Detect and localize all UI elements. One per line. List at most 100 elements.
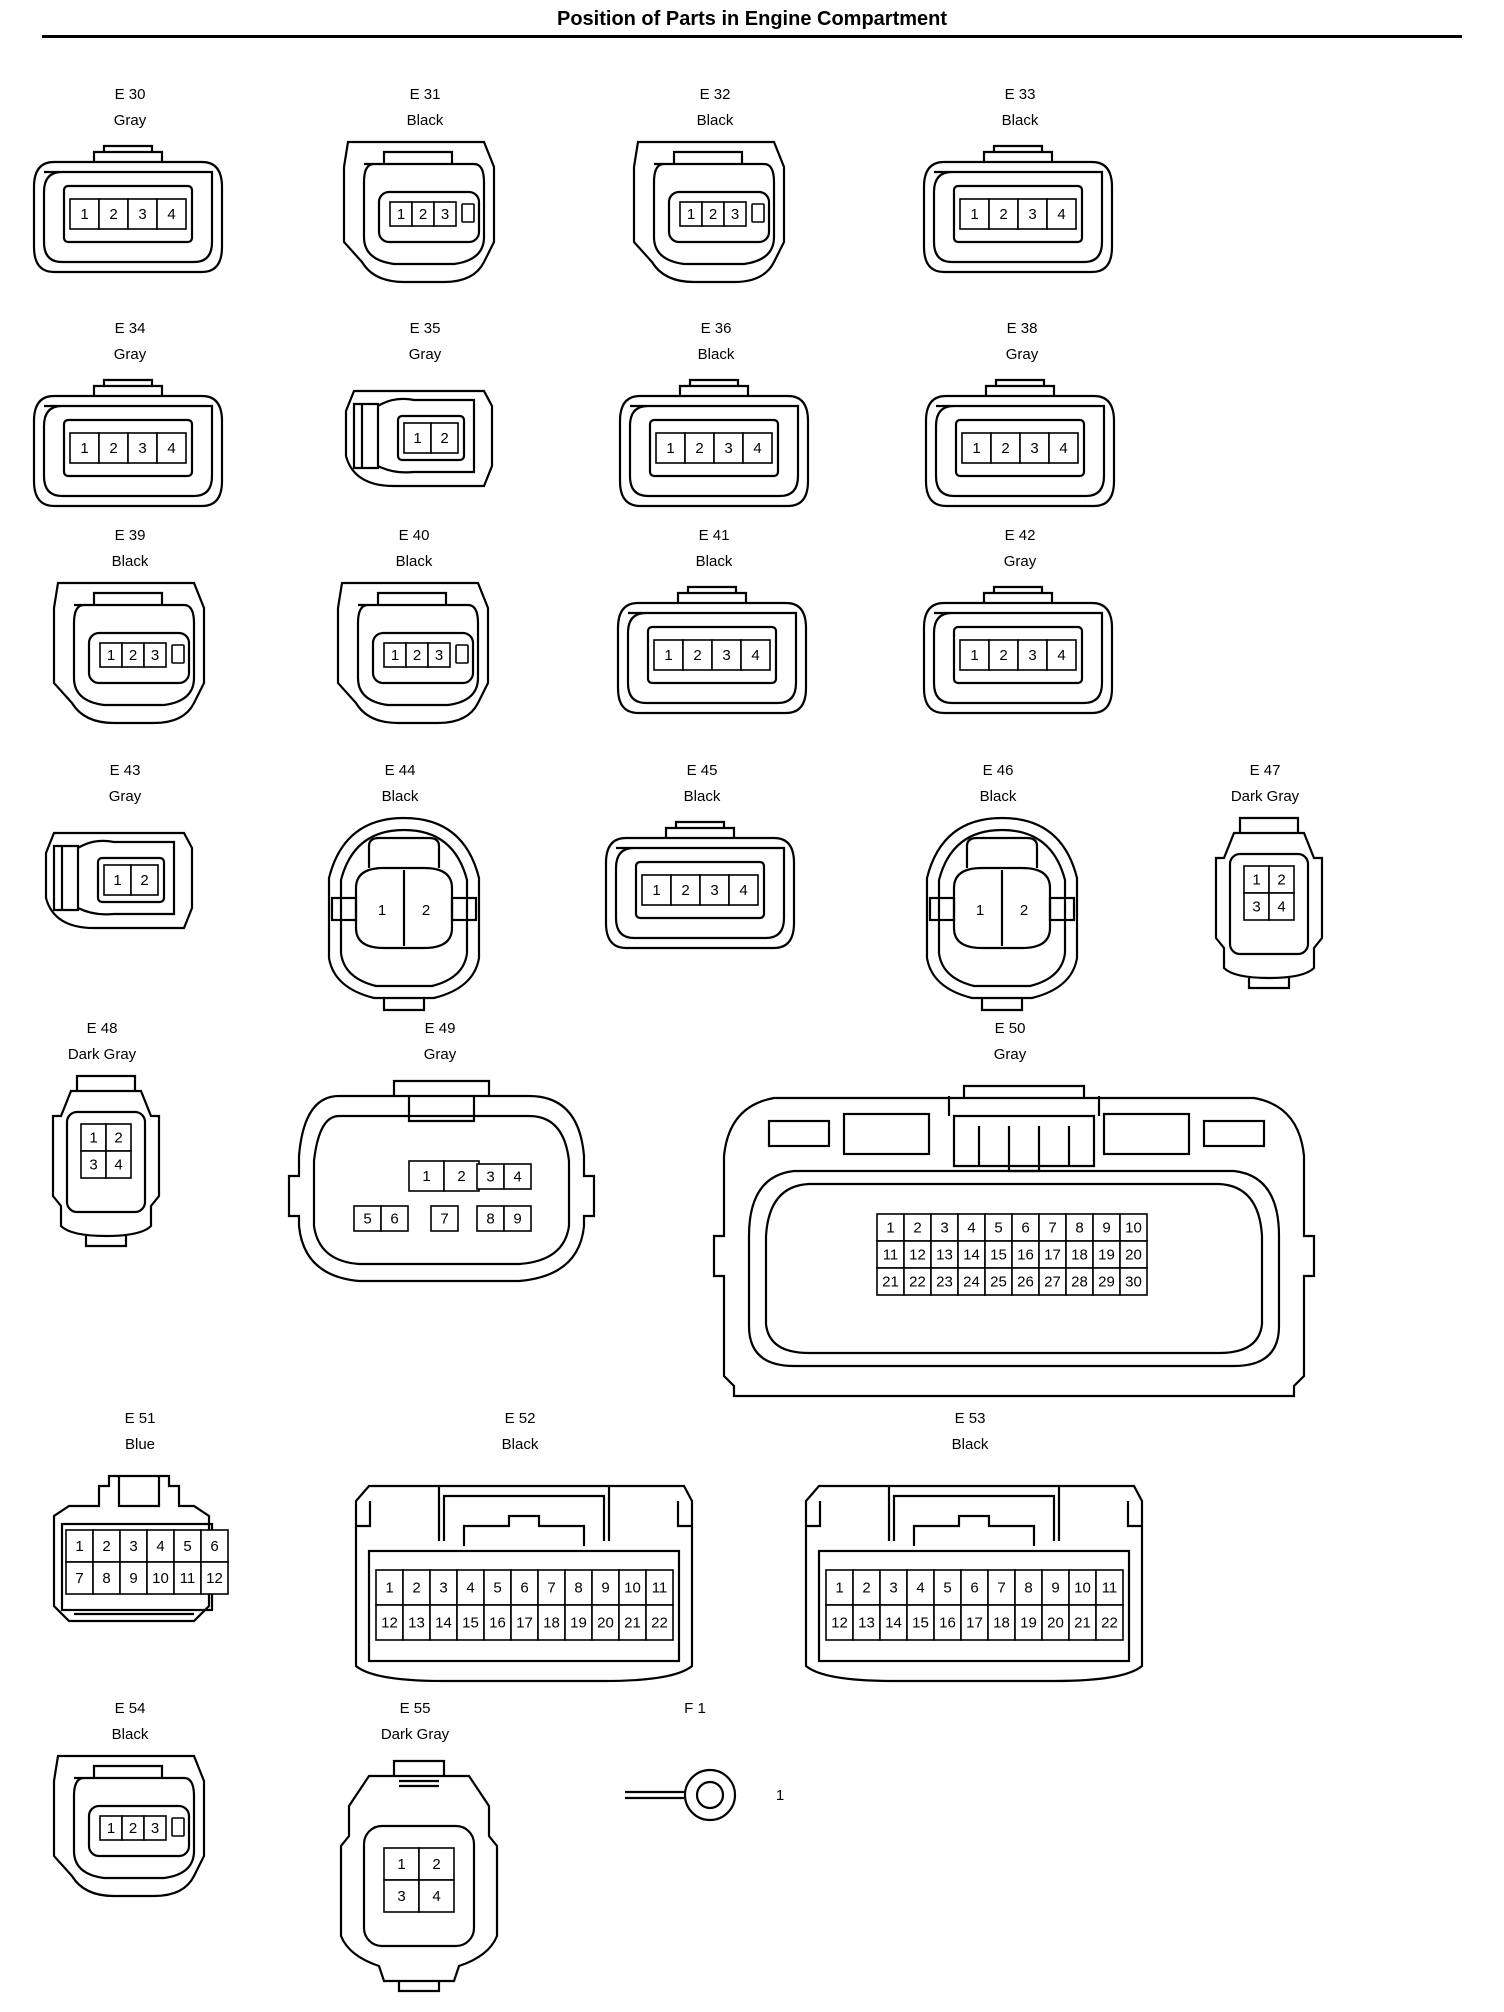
svg-text:4: 4 bbox=[167, 206, 175, 223]
pin-frame bbox=[667, 190, 771, 244]
bottom-tab bbox=[980, 998, 1024, 1012]
pin-16: 16 bbox=[933, 1604, 962, 1641]
latch bbox=[676, 585, 748, 603]
svg-text:2: 2 bbox=[114, 1130, 122, 1147]
pin-5: 5 bbox=[483, 1569, 512, 1606]
svg-text:4: 4 bbox=[753, 440, 761, 457]
svg-text:3: 3 bbox=[1028, 206, 1036, 223]
svg-text:26: 26 bbox=[1017, 1274, 1034, 1291]
connector-code: E 30 bbox=[114, 86, 146, 103]
pin-3: 3 bbox=[80, 1150, 107, 1179]
svg-text:8: 8 bbox=[574, 1580, 582, 1597]
housing-outline bbox=[44, 831, 194, 930]
connector-code: E 40 bbox=[398, 527, 430, 544]
housing-inner bbox=[934, 404, 1106, 498]
pin-12: 12 bbox=[375, 1604, 404, 1641]
svg-text:2: 2 bbox=[457, 1168, 465, 1185]
housing-inner bbox=[42, 170, 214, 264]
svg-text:6: 6 bbox=[390, 1211, 398, 1228]
svg-text:2: 2 bbox=[129, 647, 137, 664]
pin-19: 19 bbox=[1092, 1240, 1121, 1269]
svg-text:1: 1 bbox=[75, 1538, 83, 1555]
svg-text:1: 1 bbox=[80, 206, 88, 223]
svg-text:24: 24 bbox=[963, 1274, 980, 1291]
page-title: Position of Parts in Engine Compartment bbox=[556, 8, 948, 30]
svg-text:1: 1 bbox=[89, 1130, 97, 1147]
pin-1: 1 bbox=[1243, 865, 1270, 894]
svg-text:6: 6 bbox=[970, 1580, 978, 1597]
pin-1: 1 bbox=[65, 1529, 94, 1563]
svg-text:5: 5 bbox=[943, 1580, 951, 1597]
latch bbox=[664, 820, 736, 838]
pin-8: 8 bbox=[92, 1561, 121, 1595]
svg-text:22: 22 bbox=[909, 1274, 926, 1291]
pin-frame bbox=[952, 184, 1084, 244]
pin-5: 5 bbox=[353, 1205, 382, 1232]
connector-code: E 33 bbox=[1004, 86, 1036, 103]
pin-9: 9 bbox=[1092, 1213, 1121, 1242]
housing-outline bbox=[287, 1094, 596, 1283]
connector-color: Gray bbox=[1003, 553, 1037, 570]
connector-color: Gray bbox=[113, 112, 147, 129]
svg-text:2: 2 bbox=[862, 1580, 870, 1597]
svg-text:9: 9 bbox=[129, 1570, 137, 1587]
svg-text:9: 9 bbox=[1102, 1220, 1110, 1237]
svg-text:1: 1 bbox=[970, 647, 978, 664]
svg-text:11: 11 bbox=[883, 1247, 899, 1264]
svg-text:13: 13 bbox=[936, 1247, 953, 1264]
svg-text:13: 13 bbox=[858, 1615, 875, 1632]
housing-outline bbox=[32, 160, 224, 274]
connector-color: Black bbox=[381, 788, 419, 805]
connector-code: E 51 bbox=[124, 1410, 156, 1427]
svg-text:13: 13 bbox=[408, 1615, 425, 1632]
housing-outline bbox=[1214, 831, 1324, 980]
connector-color: Dark Gray bbox=[67, 1046, 137, 1063]
housing-inner bbox=[72, 603, 196, 707]
pin-21: 21 bbox=[876, 1267, 905, 1296]
housing-outline bbox=[632, 140, 786, 284]
latch bbox=[965, 836, 1039, 868]
svg-text:3: 3 bbox=[486, 1169, 494, 1186]
svg-text:1: 1 bbox=[652, 882, 660, 899]
side-key bbox=[928, 896, 956, 922]
svg-text:2: 2 bbox=[913, 1220, 921, 1237]
connector-color: Black bbox=[697, 346, 735, 363]
svg-text:3: 3 bbox=[722, 647, 730, 664]
pin-frame bbox=[371, 631, 475, 685]
svg-text:2: 2 bbox=[102, 1538, 110, 1555]
pin-4: 4 bbox=[742, 432, 773, 464]
pin-11: 11 bbox=[645, 1569, 674, 1606]
pin-14: 14 bbox=[429, 1604, 458, 1641]
pin-frame bbox=[354, 866, 454, 950]
svg-text:25: 25 bbox=[990, 1274, 1007, 1291]
latch bbox=[75, 1074, 137, 1091]
svg-text:17: 17 bbox=[516, 1615, 533, 1632]
window-left-2 bbox=[842, 1112, 931, 1156]
svg-text:2: 2 bbox=[693, 647, 701, 664]
svg-text:2: 2 bbox=[109, 206, 117, 223]
ring-hole bbox=[695, 1780, 725, 1810]
svg-text:7: 7 bbox=[75, 1570, 83, 1587]
svg-text:17: 17 bbox=[1044, 1247, 1061, 1264]
lock-tab bbox=[352, 402, 380, 470]
connector-code: F 1 bbox=[684, 1700, 706, 1717]
connector-color: Gray bbox=[423, 1046, 457, 1063]
svg-text:4: 4 bbox=[916, 1580, 924, 1597]
pin-1: 1 bbox=[961, 432, 992, 464]
svg-text:3: 3 bbox=[1028, 647, 1036, 664]
pin-7: 7 bbox=[1038, 1213, 1067, 1242]
connector-code: E 41 bbox=[698, 527, 730, 544]
svg-text:3: 3 bbox=[1252, 899, 1260, 916]
svg-text:4: 4 bbox=[1277, 899, 1285, 916]
svg-text:3: 3 bbox=[151, 647, 159, 664]
svg-text:1: 1 bbox=[397, 1856, 405, 1873]
connector-code: E 39 bbox=[114, 527, 146, 544]
housing-outline bbox=[344, 389, 494, 488]
